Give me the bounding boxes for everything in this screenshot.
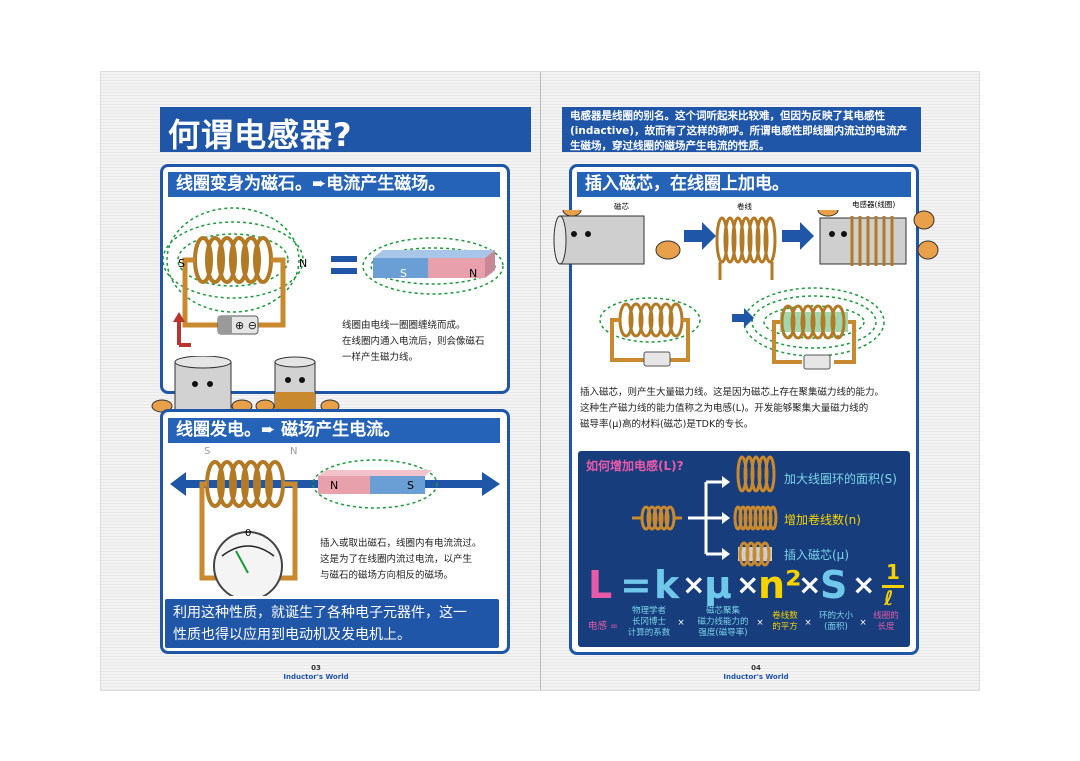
summary-box: 利用这种性质，就诞生了各种电子元器件，这一 性质也得以应用到电动机及发电机上。: [165, 599, 499, 648]
footer-name-left: Inductor's World: [283, 673, 349, 681]
wire: [182, 257, 218, 328]
intro-paragraph: 电感器是线圈的别名。这个词听起来比较难，但因为反映了其电感性 (indactiv…: [562, 107, 921, 152]
option-turns: 增加卷线数(n): [784, 513, 861, 527]
formula-times: ×: [682, 568, 706, 601]
svg-text:⊕ ⊖: ⊕ ⊖: [235, 319, 257, 332]
coil-pole-s: S: [204, 446, 211, 457]
arrow-right-icon: [732, 308, 754, 328]
coil-magnet-illustration: ⊕ ⊖: [163, 207, 504, 347]
legend-times: ×: [756, 618, 764, 628]
legend-times: ×: [804, 618, 812, 628]
legend-s: 环的大小 (面积): [818, 611, 853, 632]
section-core-text: 插入磁芯，则产生大量磁力线。这是因为磁芯上存在聚集磁力线的能力。 这种生产磁力线…: [580, 387, 885, 430]
formula-k: k: [654, 563, 680, 607]
legend-n: 卷线数 的平方: [772, 611, 798, 632]
formula-S: S: [820, 563, 848, 607]
inductor-mascot-icon: [817, 210, 939, 266]
page-title: 何谓电感器?: [168, 116, 353, 154]
meter-icon: [213, 531, 283, 596]
mascot-characters: [151, 356, 340, 413]
legend-l: 线圈的 长度: [873, 611, 899, 632]
legend-times: ×: [677, 618, 685, 628]
option-core: 插入磁芯(μ): [784, 548, 849, 562]
coil-icon: [715, 216, 777, 280]
magnet-pole-n: N: [469, 267, 478, 280]
page-number-right: 04: [751, 664, 761, 672]
formula-times: ×: [852, 568, 876, 601]
coil-icon: [193, 236, 273, 284]
core-insert-illustration: [553, 210, 939, 370]
coil-icon: [632, 505, 682, 531]
arrow-right-icon: [684, 222, 716, 250]
magnet-pole-s: S: [407, 479, 414, 492]
page-title-bar: 何谓电感器?: [160, 107, 531, 154]
field-lines: [163, 207, 304, 313]
bar-magnet-icon: [318, 470, 432, 494]
formula-times: ×: [798, 568, 822, 601]
branch-arrows: [688, 480, 722, 556]
option-area: 加大线圈环的面积(S): [784, 472, 897, 486]
legend-mu: 磁芯聚集 磁力线能力的 强度(磁导率): [697, 606, 749, 638]
increase-inductance-title: 如何增加电感(L)?: [586, 459, 684, 473]
section-coil-magnet-text: 线圈由电线一圈圈缠绕而成。 在线圈内通入电流后，则会像磁石 一样产生磁力线。: [342, 320, 485, 363]
section-coil-generate-header: 线圈发电。➨ 磁场产生电流。: [168, 418, 500, 443]
formula-n2: n²: [758, 563, 802, 607]
section-coil-magnet-header: 线圈变身为磁石。➨电流产生磁场。: [168, 172, 500, 197]
legend-times: ×: [859, 618, 867, 628]
label-core: 磁芯: [614, 202, 629, 211]
formula-fraction-bar: [882, 585, 904, 588]
coil-pole-s: S: [178, 257, 185, 270]
coil-generator-illustration: [170, 459, 500, 596]
formula-eq: =: [620, 563, 652, 607]
arrow-right-icon: [782, 222, 814, 250]
coil-pole-n: N: [299, 257, 308, 270]
formula-ell: ℓ: [884, 586, 894, 610]
magnet-pole-n: N: [330, 479, 339, 492]
formula-times: ×: [736, 568, 760, 601]
formula-one: 1: [886, 560, 900, 584]
magnet-pole-s: S: [400, 267, 407, 280]
formula-L: L: [588, 563, 613, 607]
mascot-core-icon: [151, 356, 253, 413]
core-mascot-icon: [553, 210, 681, 265]
wire: [258, 257, 286, 328]
legend-k: 物理学者 长冈博士 计算的系数: [627, 606, 671, 638]
meter-zero-label: 0: [245, 528, 252, 539]
battery-icon: ⊕ ⊖: [217, 315, 259, 335]
book-spine: [540, 72, 541, 690]
section-core-header: 插入磁芯，在线圈上加电。: [577, 172, 911, 197]
label-inductor: 电感器(线圈): [852, 200, 896, 209]
coil-pole-n: N: [290, 446, 298, 457]
page-number-left: 03: [311, 664, 321, 672]
mascot-inductor-icon: [255, 356, 340, 413]
label-coil: 卷线: [737, 202, 752, 211]
increase-diagram: [632, 455, 778, 567]
formula-mu: μ: [704, 563, 732, 607]
footer-name-right: Inductor's World: [723, 673, 789, 681]
section-coil-generate-text: 插入或取出磁石，线圈内有电流流过。 这是为了在线圈内流过电流，以产生 与磁石的磁…: [320, 538, 482, 581]
legend-inductance: 电感 =: [588, 621, 618, 632]
bar-magnet-icon: [373, 250, 495, 278]
